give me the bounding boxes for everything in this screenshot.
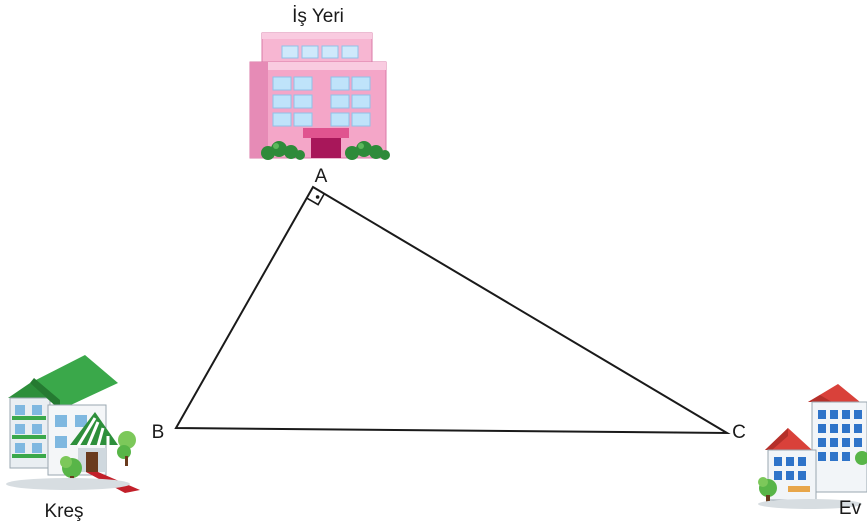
- vertex-a-label: A: [315, 166, 328, 187]
- workplace-label: İş Yeri: [292, 6, 344, 27]
- apartment-houses-icon: [758, 384, 867, 509]
- right-angle-marker-icon: [306, 193, 326, 206]
- vertex-c-label: C: [732, 422, 746, 443]
- nursery-label: Kreş: [44, 501, 83, 522]
- office-building-icon: [249, 32, 390, 160]
- vertex-b-label: B: [152, 422, 165, 443]
- home-label: Ev: [839, 498, 862, 519]
- nursery-house-icon: [6, 355, 140, 493]
- triangle-abc: [174, 185, 731, 435]
